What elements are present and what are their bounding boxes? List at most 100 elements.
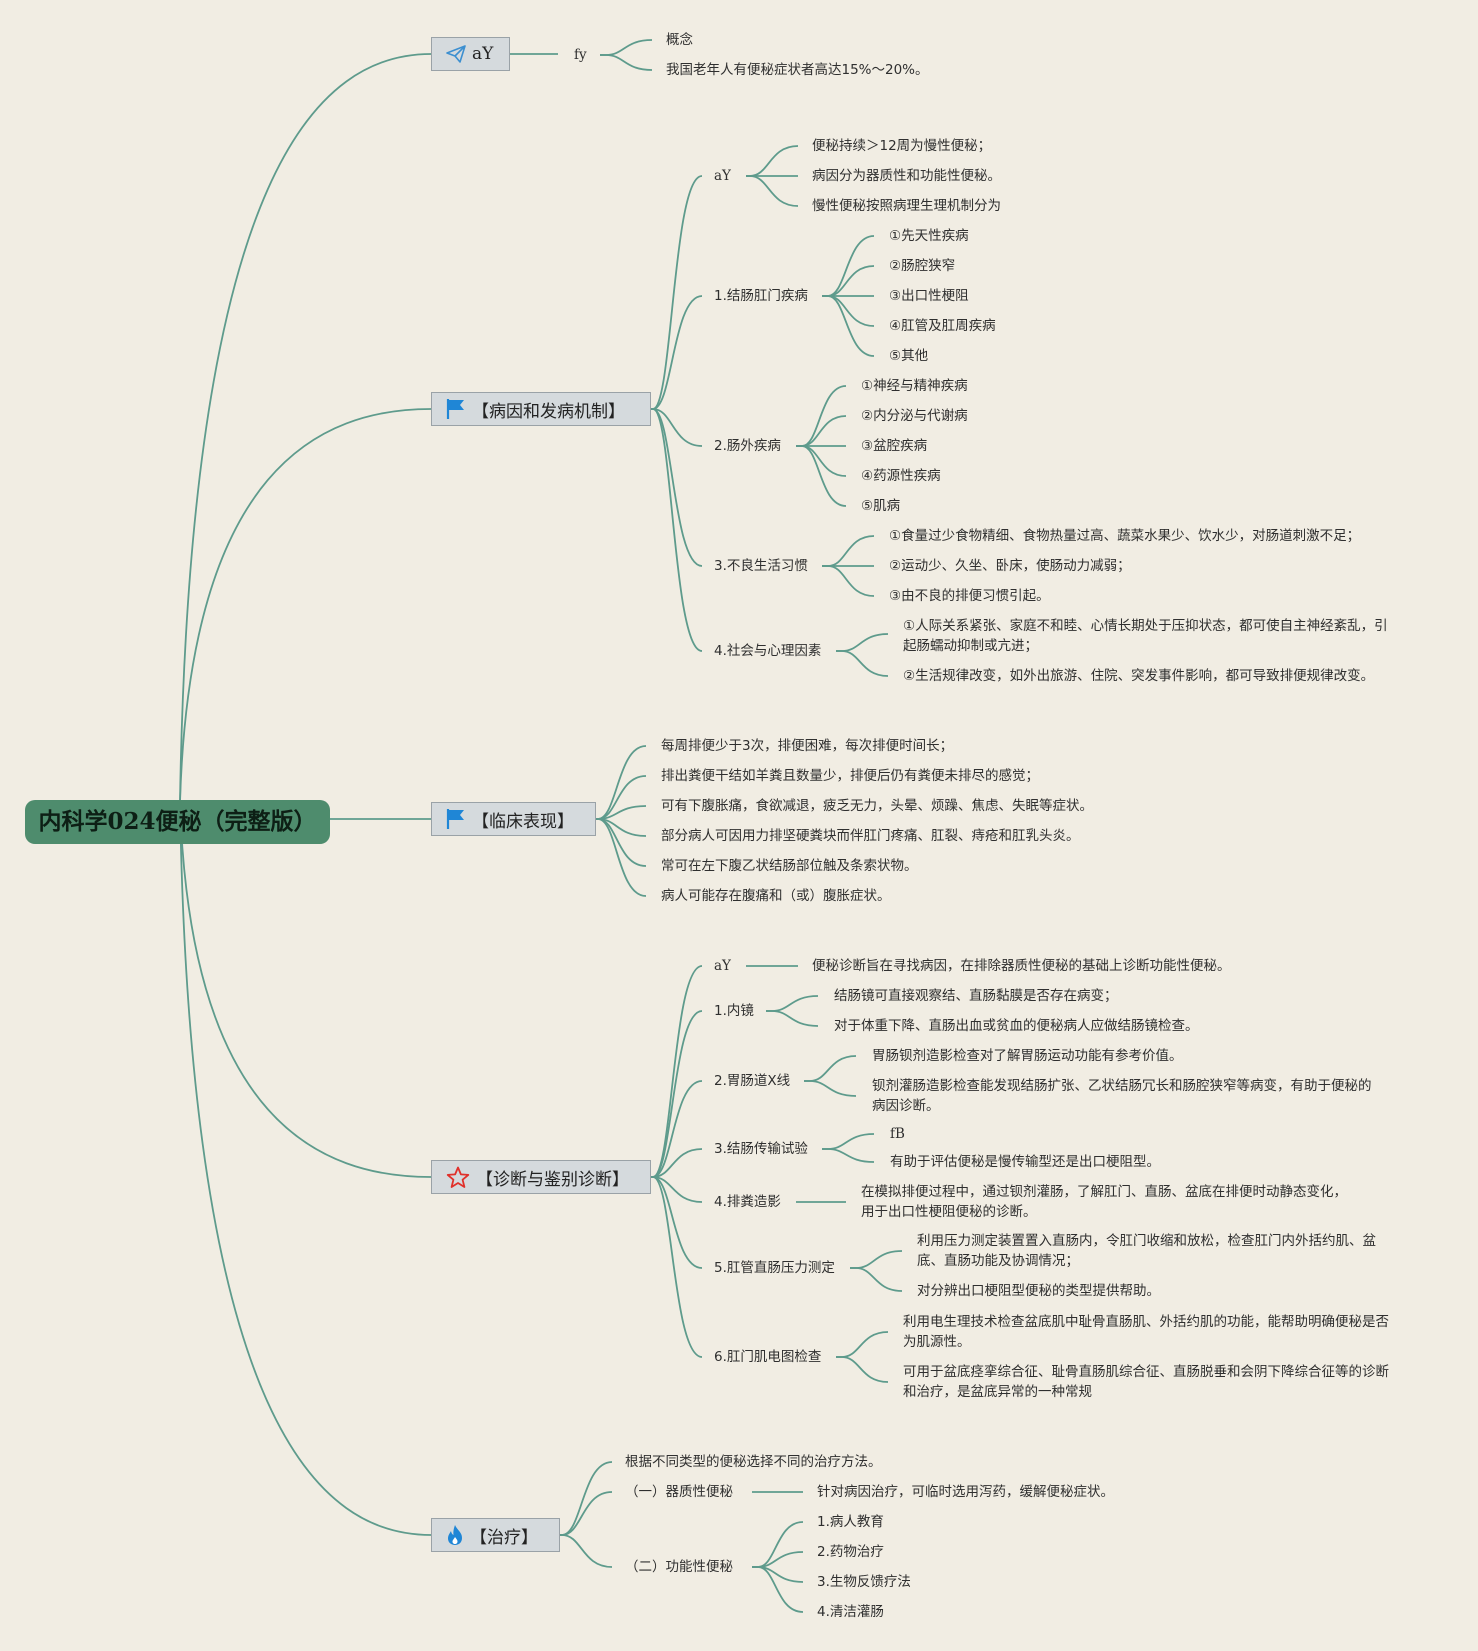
etiology-extraintestinal-item-4[interactable]: ④药源性疾病: [861, 468, 941, 484]
diagnosis-endoscopy-item-2[interactable]: 对于体重下降、直肠出血或贫血的便秘病人应做结肠镜检查。: [834, 1018, 1199, 1034]
connector-line: [600, 54, 653, 71]
connector-line: [651, 1176, 703, 1269]
connector-line: [651, 295, 703, 410]
intro-item-1[interactable]: 概念: [666, 32, 693, 48]
etiology-colorectal-item-1[interactable]: ①先天性疾病: [889, 228, 969, 244]
etiology-overview-item-1[interactable]: 便秘持续＞12周为慢性便秘；: [812, 138, 992, 154]
etiology-overview-label[interactable]: aY: [714, 168, 731, 184]
connector-line: [822, 565, 875, 597]
branch-treatment[interactable]: 【治疗】: [431, 1518, 560, 1552]
connector-line: [836, 1331, 889, 1358]
clinical-item-4[interactable]: 部分病人可因用力排坚硬粪块而伴肛门疼痛、肛裂、痔疮和肛乳头炎。: [661, 828, 1080, 844]
etiology-overview-item-3[interactable]: 慢性便秘按照病理生理机制分为: [812, 198, 1001, 214]
etiology-extraintestinal-item-2[interactable]: ②内分泌与代谢病: [861, 408, 968, 424]
connector-line: [651, 1010, 703, 1178]
diagnosis-manometry-item-1[interactable]: 利用压力测定装置置入直肠内，令肛门收缩和放松，检查肛门内外括约肌、盆底、直肠功能…: [917, 1233, 1376, 1269]
treatment-functional-item-2[interactable]: 2.药物治疗: [817, 1544, 884, 1560]
diagnosis-xray-label[interactable]: 2.胃肠道X线: [714, 1073, 791, 1089]
treatment-intro[interactable]: 根据不同类型的便秘选择不同的治疗方法。: [625, 1454, 882, 1470]
clinical-item-6[interactable]: 病人可能存在腹痛和（或）腹胀症状。: [661, 888, 891, 904]
treatment-functional-label[interactable]: （二）功能性便秘: [625, 1559, 733, 1575]
paper-plane-icon: [446, 45, 466, 63]
branch-intro[interactable]: aY: [431, 37, 510, 71]
etiology-colorectal-item-3[interactable]: ③出口性梗阻: [889, 288, 969, 304]
diagnosis-defecography-text[interactable]: 在模拟排便过程中，通过钡剂灌肠，了解肛门、直肠、盆底在排便时动静态变化，用于出口…: [861, 1184, 1347, 1220]
etiology-habits-label[interactable]: 3.不良生活习惯: [714, 558, 808, 574]
diagnosis-transit-label[interactable]: 3.结肠传输试验: [714, 1141, 808, 1157]
diagnosis-emg-label[interactable]: 6.肛门肌电图检查: [714, 1349, 822, 1365]
branch-clinical[interactable]: 【临床表现】: [431, 802, 596, 836]
diagnosis-xray-item-2[interactable]: 钡剂灌肠造影检查能发现结肠扩张、乙状结肠冗长和肠腔狭窄等病变，有助于便秘的病因诊…: [872, 1078, 1372, 1114]
etiology-psycho-item-1[interactable]: ①人际关系紧张、家庭不和睦、心情长期处于压抑状态，都可使自主神经紊乱，引起肠蠕动…: [903, 618, 1388, 654]
etiology-psycho-label[interactable]: 4.社会与心理因素: [714, 643, 822, 659]
diagnosis-endoscopy-label[interactable]: 1.内镜: [714, 1003, 754, 1019]
connector-line: [796, 385, 847, 447]
diagnosis-overview-label[interactable]: aY: [714, 958, 731, 974]
diagnosis-manometry-label[interactable]: 5.肛管直肠压力测定: [714, 1260, 835, 1276]
connector-line: [651, 175, 703, 410]
connector-line: [804, 1055, 857, 1082]
connector-line: [746, 175, 799, 207]
root-node[interactable]: 内科学024便秘（完整版）: [25, 800, 330, 844]
diagnosis-emg-item-1[interactable]: 利用电生理技术检查盆底肌中耻骨直肠肌、外括约肌的功能，能帮助明确便秘是否为肌源性…: [903, 1314, 1389, 1350]
connector-line: [179, 801, 432, 1178]
etiology-colorectal-label[interactable]: 1.结肠肛门疾病: [714, 288, 808, 304]
connector-line: [766, 995, 819, 1012]
branch-intro-label: aY: [472, 44, 494, 64]
connector-line: [746, 145, 799, 177]
etiology-colorectal-item-5[interactable]: ⑤其他: [889, 348, 929, 364]
branch-diagnosis[interactable]: 【诊断与鉴别诊断】: [431, 1160, 651, 1194]
treatment-organic-label[interactable]: （一）器质性便秘: [625, 1484, 733, 1500]
etiology-extraintestinal-item-3[interactable]: ③盆腔疾病: [861, 438, 928, 454]
treatment-functional-item-4[interactable]: 4.清洁灌肠: [817, 1604, 884, 1620]
branch-etiology[interactable]: 【病因和发病机制】: [431, 392, 651, 426]
clinical-item-1[interactable]: 每周排便少于3次，排便困难，每次排便时间长；: [661, 738, 954, 754]
connector-line: [651, 1080, 703, 1178]
connector-line: [822, 265, 875, 297]
etiology-extraintestinal-item-1[interactable]: ①神经与精神疾病: [861, 378, 968, 394]
diagnosis-transit-item-1[interactable]: fB: [890, 1126, 905, 1142]
etiology-colorectal-item-2[interactable]: ②肠腔狭窄: [889, 258, 956, 274]
etiology-extraintestinal-item-5[interactable]: ⑤肌病: [861, 498, 901, 514]
connector-line: [822, 295, 875, 357]
connector-line: [560, 1461, 613, 1536]
clinical-item-5[interactable]: 常可在左下腹乙状结肠部位触及条索状物。: [661, 858, 918, 874]
treatment-organic-text[interactable]: 针对病因治疗，可临时选用泻药，缓解便秘症状。: [817, 1484, 1114, 1500]
etiology-psycho-item-2[interactable]: ②生活规律改变，如外出旅游、住院、突发事件影响，都可导致排便规律改变。: [903, 668, 1375, 684]
flag-icon: [446, 809, 464, 829]
etiology-habits-item-1[interactable]: ①食量过少食物精细、食物热量过高、蔬菜水果少、饮水少，对肠道刺激不足；: [889, 528, 1361, 544]
etiology-habits-item-2[interactable]: ②运动少、久坐、卧床，使肠动力减弱；: [889, 558, 1131, 574]
intro-sub-label[interactable]: fy: [574, 47, 587, 63]
etiology-extraintestinal-label[interactable]: 2.肠外疾病: [714, 438, 781, 454]
connector-line: [822, 235, 875, 297]
branch-etiology-label: 【病因和发病机制】: [472, 401, 625, 422]
treatment-functional-item-1[interactable]: 1.病人教育: [817, 1514, 884, 1530]
etiology-habits-item-3[interactable]: ③由不良的排便习惯引起。: [889, 588, 1050, 604]
star-icon: [446, 1166, 470, 1188]
clinical-item-2[interactable]: 排出粪便干结如羊粪且数量少，排便后仍有粪便未排尽的感觉；: [661, 768, 1039, 784]
connector-line: [651, 408, 703, 652]
connector-line: [596, 818, 647, 897]
connector-line: [766, 1010, 819, 1027]
treatment-functional-item-3[interactable]: 3.生物反馈疗法: [817, 1574, 911, 1590]
intro-item-2[interactable]: 我国老年人有便秘症状者高达15%～20%。: [666, 62, 929, 78]
etiology-colorectal-item-4[interactable]: ④肛管及肛周疾病: [889, 318, 996, 334]
connector-line: [179, 408, 432, 803]
diagnosis-defecography-label[interactable]: 4.排粪造影: [714, 1194, 781, 1210]
diagnosis-endoscopy-item-1[interactable]: 结肠镜可直接观察结、直肠黏膜是否存在病变；: [834, 988, 1118, 1004]
connector-line: [560, 1491, 613, 1536]
etiology-overview-item-2[interactable]: 病因分为器质性和功能性便秘。: [812, 168, 1001, 184]
clinical-item-3[interactable]: 可有下腹胀痛，食欲减退，疲乏无力，头晕、烦躁、焦虑、失眠等症状。: [661, 798, 1093, 814]
diagnosis-xray-item-1[interactable]: 胃肠钡剂造影检查对了解胃肠运动功能有参考价值。: [872, 1048, 1183, 1064]
connector-line: [822, 1148, 875, 1163]
branch-clinical-label: 【临床表现】: [472, 811, 574, 832]
connector-line: [804, 1080, 857, 1097]
diagnosis-transit-item-2[interactable]: 有助于评估便秘是慢传输型还是出口梗阻型。: [890, 1154, 1160, 1170]
diagnosis-emg-item-2[interactable]: 可用于盆底痉挛综合征、耻骨直肠肌综合征、直肠脱垂和会阴下降综合征等的诊断和治疗，…: [903, 1364, 1389, 1400]
connector-line: [796, 415, 847, 447]
diagnosis-overview-text[interactable]: 便秘诊断旨在寻找病因，在排除器质性便秘的基础上诊断功能性便秘。: [812, 958, 1231, 974]
diagnosis-manometry-item-2[interactable]: 对分辨出口梗阻型便秘的类型提供帮助。: [917, 1283, 1160, 1299]
connector-line: [850, 1250, 903, 1269]
